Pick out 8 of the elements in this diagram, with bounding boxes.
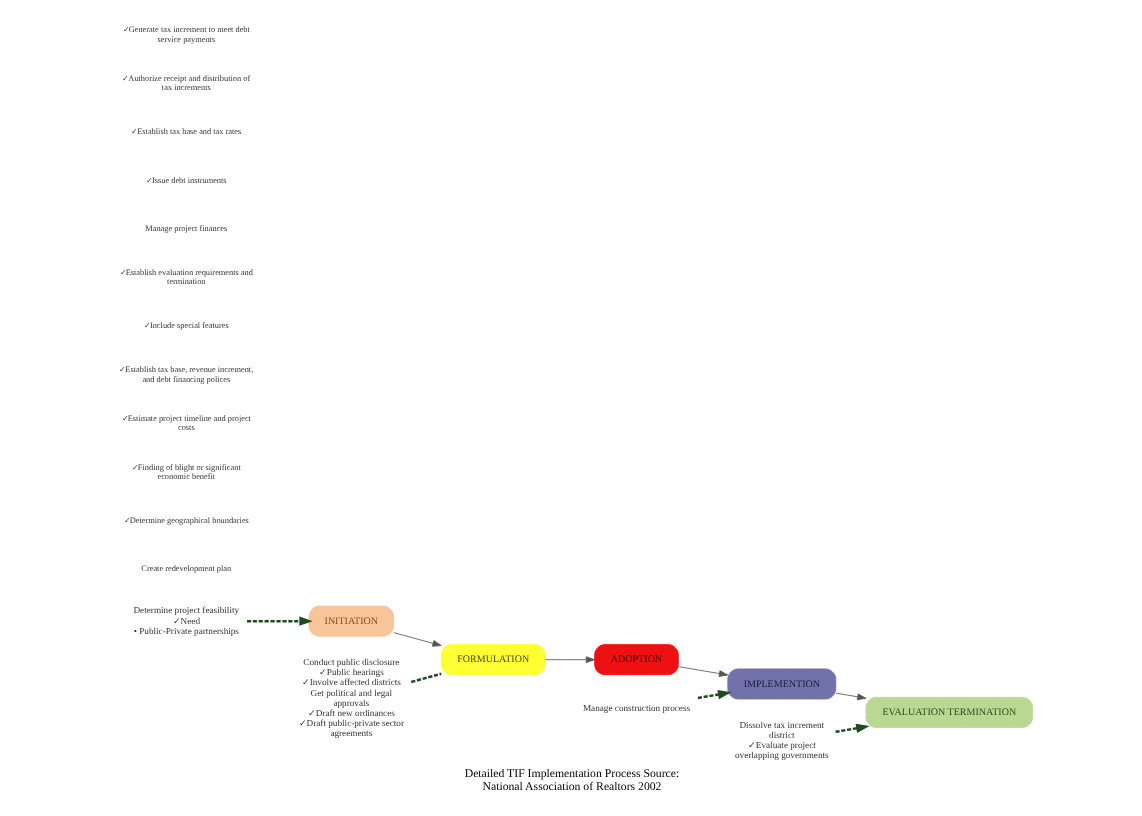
arrow <box>834 723 869 734</box>
connector <box>409 672 441 684</box>
arrow <box>696 689 731 700</box>
arrow <box>246 616 312 626</box>
arrow <box>834 692 866 701</box>
arrow <box>677 666 728 677</box>
arrow <box>392 632 441 647</box>
arrow <box>543 656 595 664</box>
